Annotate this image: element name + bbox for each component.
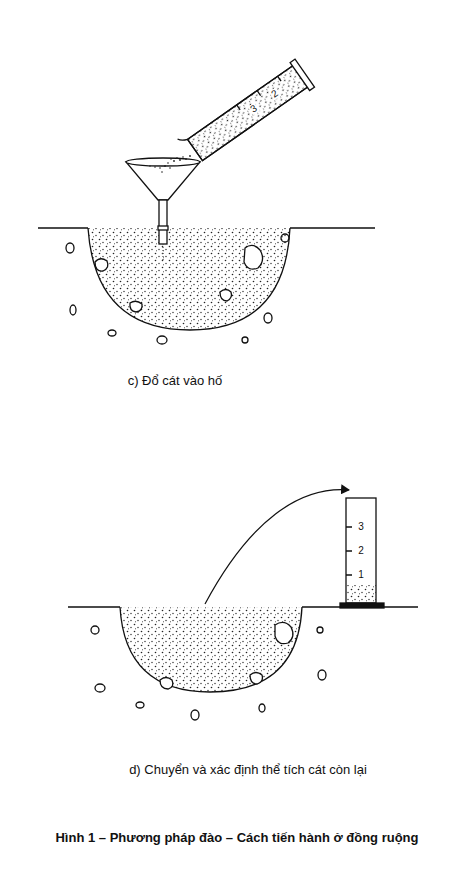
measuring-cylinder-tilted — [178, 58, 315, 169]
scale-number: 2 — [357, 546, 365, 556]
panel-label: c) Đổ cát vào hố — [128, 374, 223, 389]
panel-label: d) Chuyển và xác định thể tích cát còn l… — [129, 763, 367, 778]
hole-figure-d — [68, 607, 418, 720]
figure-caption: Hình 1 – Phương pháp đào – Cách tiến hàn… — [55, 831, 418, 846]
scale-number: 1 — [357, 570, 365, 580]
transfer-arrow — [205, 490, 349, 604]
hole-figure-c — [38, 228, 375, 344]
sand-stream — [149, 155, 191, 173]
scale-number: 3 — [357, 522, 365, 532]
funnel — [126, 158, 200, 262]
measuring-cylinder-upright — [340, 498, 384, 608]
